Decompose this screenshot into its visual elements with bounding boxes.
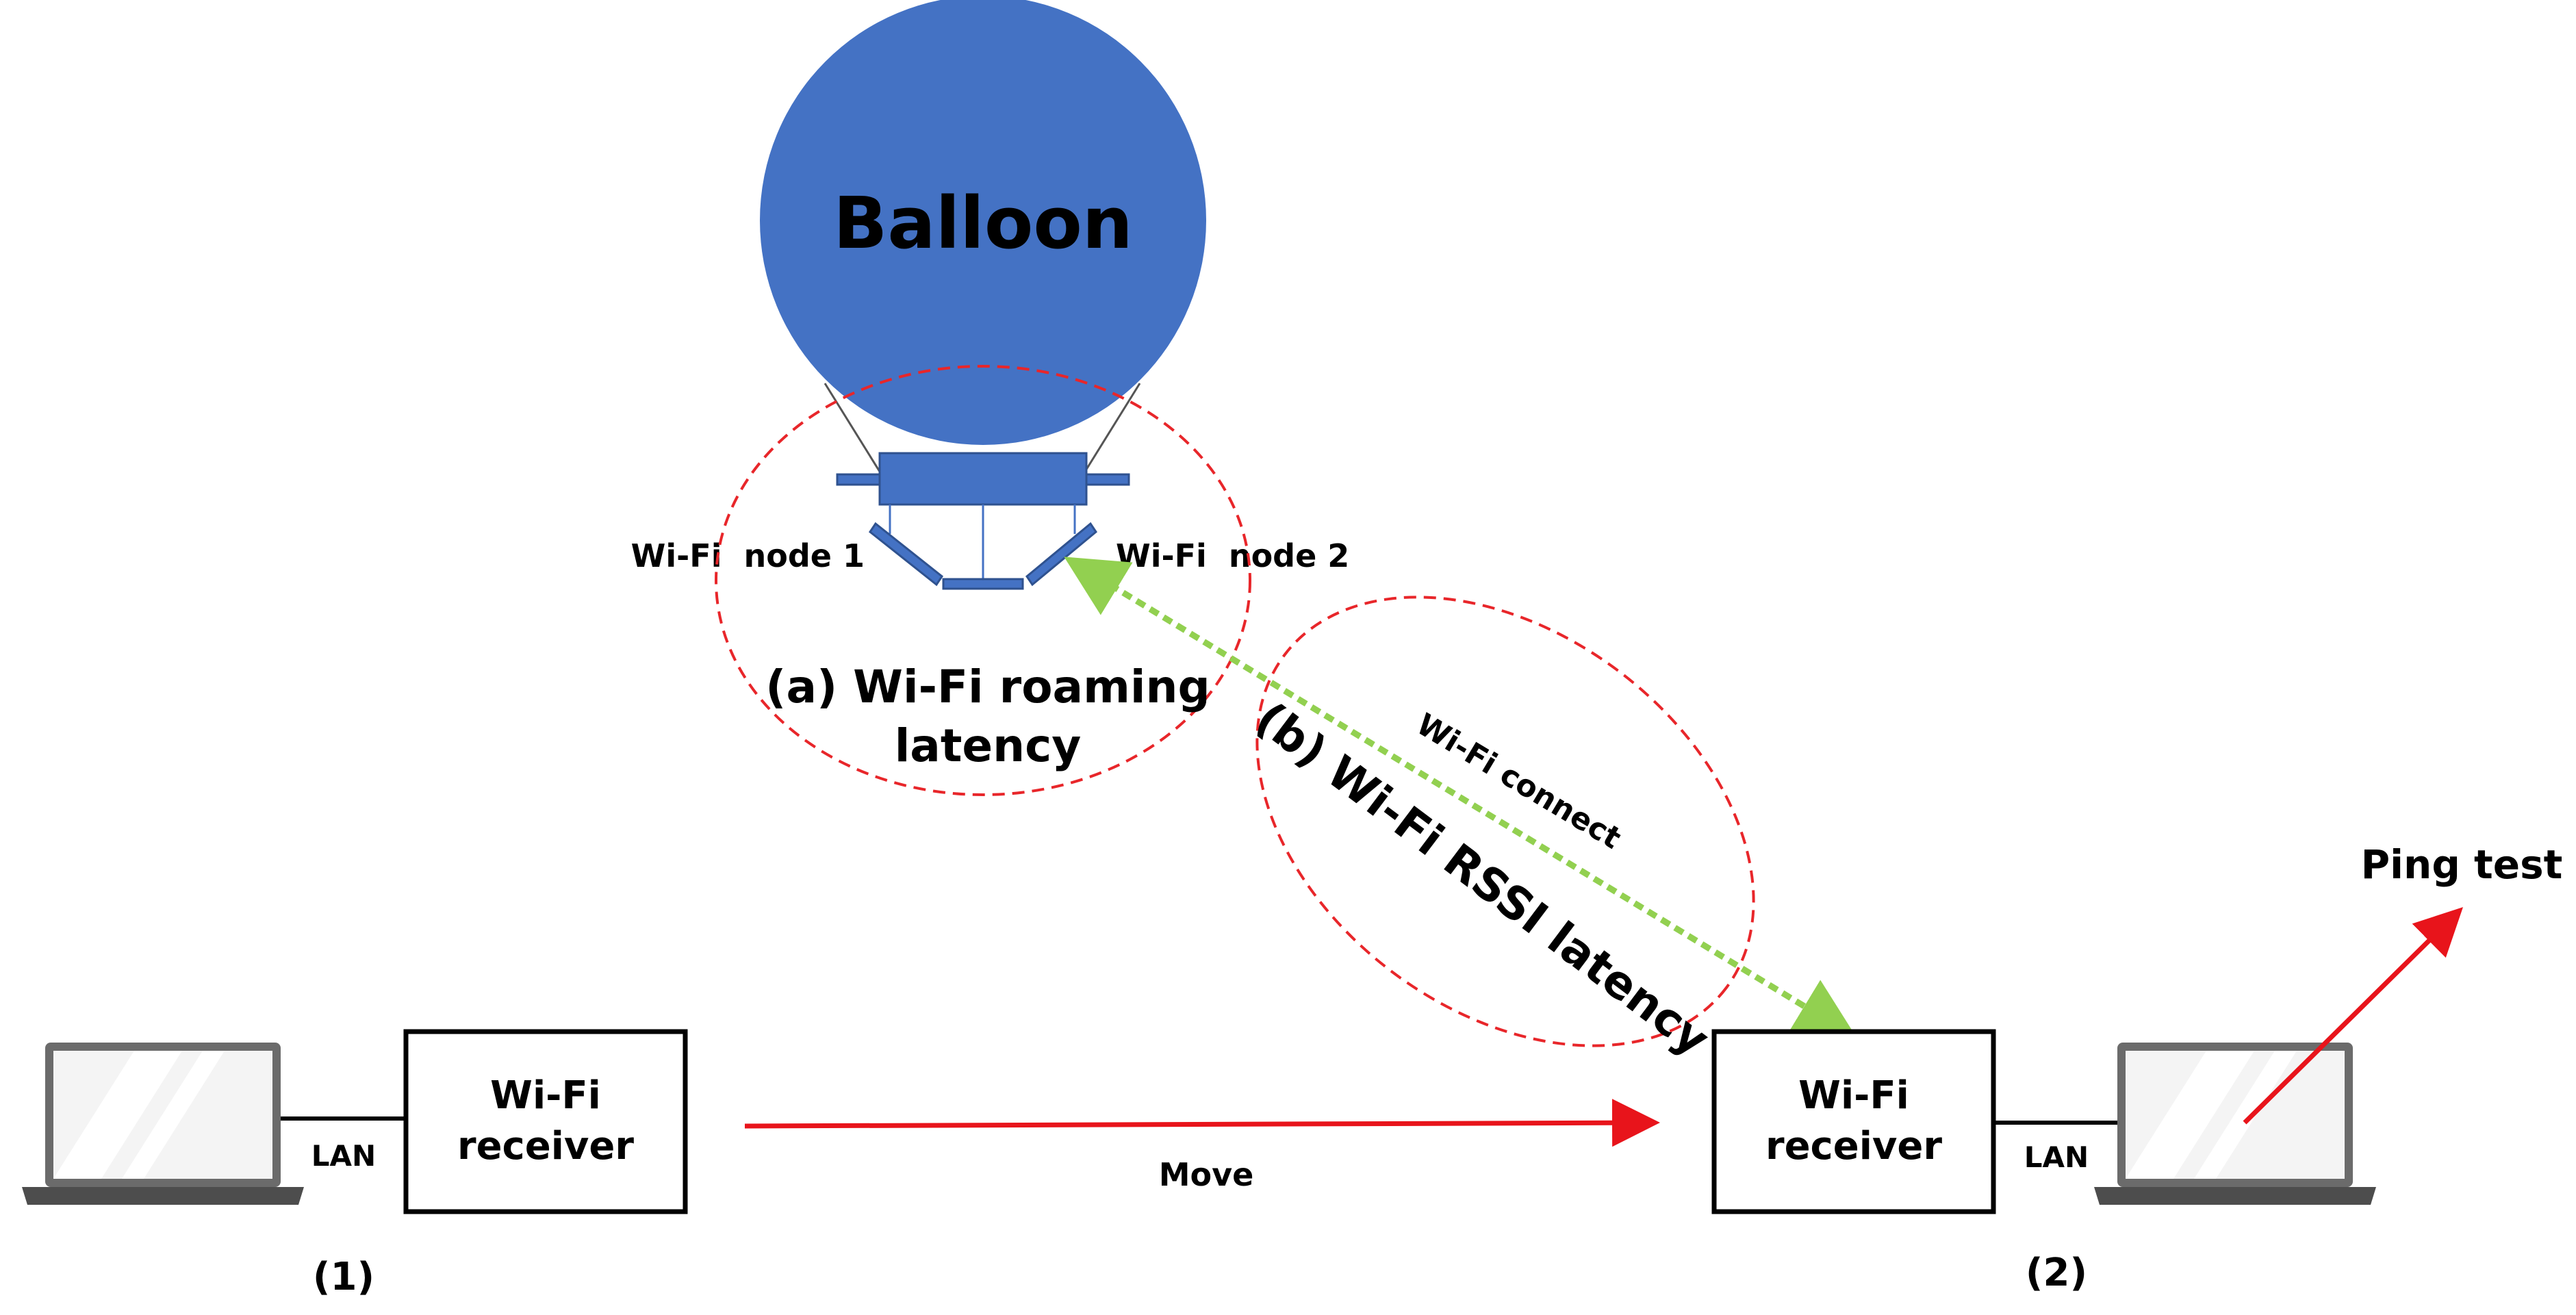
balloon-label: Balloon (833, 181, 1133, 265)
gondola-bottom-plate (942, 578, 1024, 590)
position-left-label: (1) (313, 1255, 374, 1299)
wifi-connect-link (1064, 557, 1857, 1038)
lan-right-label: LAN (2024, 1140, 2089, 1174)
wifi-receiver-left (403, 1029, 688, 1214)
roaming-label-line2: latency (895, 719, 1082, 772)
position-right-label: (2) (2026, 1251, 2087, 1295)
wifi-node-2-label: Wi-Fi node 2 (1116, 537, 1349, 574)
laptop-right (2094, 1043, 2376, 1205)
balloon-tether-right (1077, 383, 1141, 483)
roaming-label-line1: (a) Wi-Fi roaming (765, 661, 1210, 713)
balloon-assembly: Balloon (760, 0, 1206, 590)
move-label: Move (1159, 1156, 1254, 1193)
balloon-body (760, 0, 1206, 445)
gondola-body (878, 452, 1088, 506)
receiver-left-line1: Wi-Fi (490, 1073, 601, 1118)
gondola-arm-right (1085, 473, 1130, 486)
balloon-tether-left (824, 383, 888, 483)
laptop-left (22, 1043, 304, 1205)
wifi-receiver-right (1711, 1029, 1996, 1214)
lan-left-label: LAN (311, 1139, 376, 1173)
receiver-left-line2: receiver (457, 1124, 634, 1169)
move-arrow (744, 1099, 1660, 1147)
ping-label: Ping test (2361, 841, 2563, 888)
gondola-arm-left (836, 473, 881, 486)
receiver-right-line1: Wi-Fi (1798, 1073, 1909, 1118)
wifi-node-1-label: Wi-Fi node 1 (631, 537, 865, 574)
receiver-right-line2: receiver (1765, 1124, 1942, 1169)
wifi-node-2-antenna (1025, 522, 1097, 587)
ping-arrow (2243, 907, 2463, 1125)
wifi-node-1-antenna (868, 522, 944, 587)
